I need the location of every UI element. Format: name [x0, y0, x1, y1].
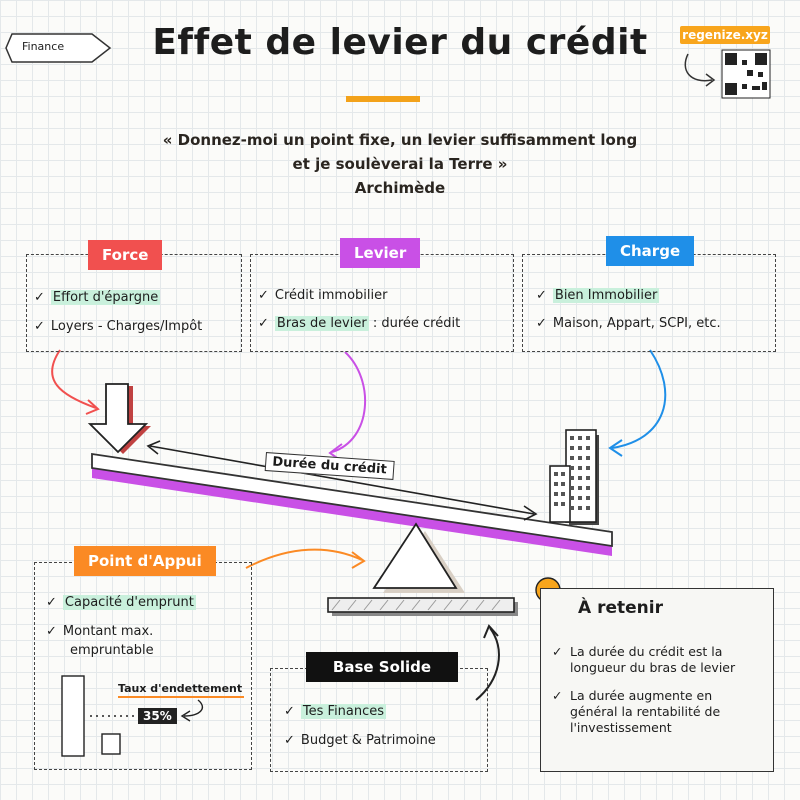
- point-appui-arrow: [245, 548, 363, 569]
- page-title: Effet de levier du crédit: [152, 22, 648, 63]
- point-appui-item-2: ✓Montant max.: [46, 624, 154, 639]
- levier-item-2: ✓Bras de levier : durée crédit: [258, 316, 461, 331]
- check-icon: ✓: [34, 319, 45, 334]
- charge-label: Charge: [606, 236, 695, 266]
- lever-beam: [91, 452, 613, 556]
- check-icon: ✓: [552, 688, 563, 703]
- check-icon: ✓: [284, 733, 295, 748]
- quote-block: « Donnez-moi un point fixe, un levier su…: [100, 128, 700, 200]
- fulcrum-triangle: [372, 522, 465, 593]
- check-icon: ✓: [552, 644, 563, 659]
- check-icon: ✓: [258, 288, 269, 303]
- check-icon: ✓: [284, 704, 295, 719]
- point-appui-item-1: ✓Capacité d'emprunt: [46, 595, 196, 610]
- retenir-item-1: ✓ La durée du crédit est la longueur du …: [552, 644, 736, 675]
- capacity-bar-total: [61, 675, 85, 757]
- check-icon: ✓: [34, 290, 45, 305]
- base-item-2: ✓Budget & Patrimoine: [284, 733, 436, 748]
- title-underline: [346, 96, 420, 102]
- charge-item-1: ✓Bien Immobilier: [536, 288, 660, 303]
- base-label: Base Solide: [306, 652, 458, 682]
- qr-code-icon: [721, 49, 771, 99]
- check-icon: ✓: [536, 288, 547, 303]
- duration-arrow: [146, 440, 538, 521]
- finance-tag: Finance: [22, 40, 65, 53]
- base-platform: [327, 597, 518, 616]
- quote-author: Archimède: [354, 179, 446, 197]
- check-icon: ✓: [46, 624, 57, 639]
- building-icon: [549, 429, 599, 525]
- charge-arrow: [611, 349, 667, 449]
- point-appui-label: Point d'Appui: [74, 546, 216, 576]
- force-label: Force: [88, 240, 163, 270]
- force-item-1: ✓Effort d'épargne: [34, 290, 161, 305]
- levier-label: Levier: [340, 238, 421, 268]
- finance-tag-shape: [5, 33, 112, 63]
- check-icon: ✓: [536, 316, 547, 331]
- levier-item-1: ✓Crédit immobilier: [258, 288, 388, 303]
- capacity-bar-used: [101, 733, 121, 755]
- force-arrow: [51, 349, 97, 409]
- check-icon: ✓: [258, 316, 269, 331]
- quote-line-1: « Donnez-moi un point fixe, un levier su…: [162, 131, 638, 149]
- taux-value: 35%: [138, 708, 177, 724]
- retenir-item-2: ✓ La durée augmente en général la rentab…: [552, 688, 721, 735]
- base-arrow: [475, 627, 500, 701]
- quote-line-2: et je soulèverai la Terre »: [292, 155, 508, 173]
- brand-badge[interactable]: regenize.xyz: [680, 26, 770, 44]
- base-item-1: ✓Tes Finances: [284, 704, 387, 719]
- retenir-card: [540, 588, 774, 772]
- check-icon: ✓: [46, 595, 57, 610]
- force-item-2: ✓Loyers - Charges/Impôt: [34, 319, 203, 334]
- point-appui-item-3: empruntable: [70, 643, 154, 658]
- retenir-title: À retenir: [578, 598, 663, 618]
- qr-arrow: [684, 53, 713, 82]
- force-down-arrow-icon: [87, 383, 151, 454]
- taux-label: Taux d'endettement: [118, 682, 243, 695]
- levier-arrow: [331, 351, 367, 453]
- charge-item-2: ✓Maison, Appart, SCPI, etc.: [536, 316, 721, 331]
